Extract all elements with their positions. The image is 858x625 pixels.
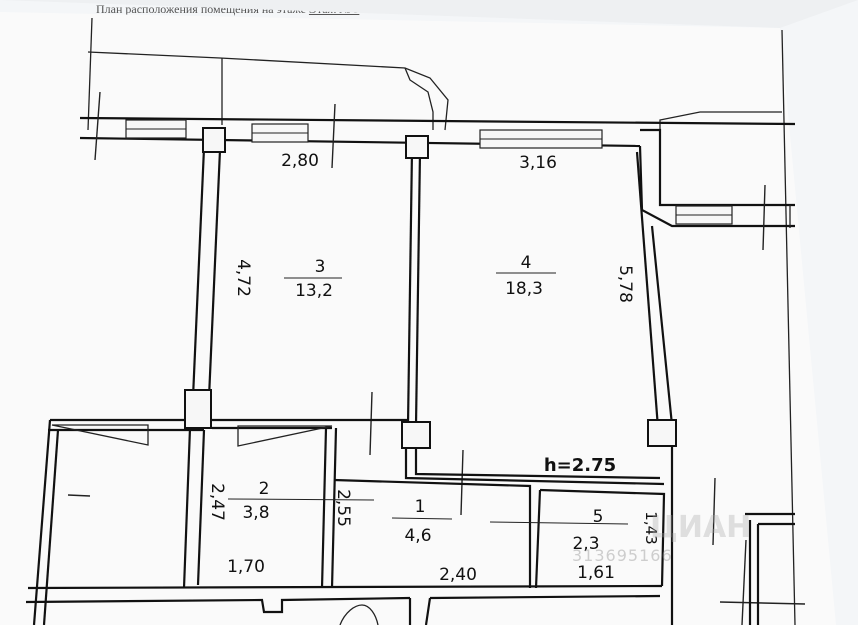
column bbox=[405, 135, 429, 159]
dim-room4-height: 5,78 bbox=[615, 265, 635, 303]
dim-room2-width: 1,70 bbox=[227, 557, 265, 577]
room-1-number: 1 bbox=[415, 497, 426, 517]
wall-room3-room4 bbox=[406, 149, 414, 426]
column bbox=[202, 127, 226, 153]
room-2-number: 2 bbox=[259, 479, 270, 499]
column bbox=[401, 421, 431, 449]
frame-left bbox=[87, 17, 93, 131]
wall-far-left bbox=[32, 419, 52, 625]
room-4-area: 18,3 bbox=[505, 279, 543, 299]
frame-right bbox=[781, 29, 796, 625]
room-5-number: 5 bbox=[593, 507, 604, 527]
ceiling-height: h=2.75 bbox=[544, 455, 616, 476]
wall-room2-right bbox=[320, 427, 328, 589]
balcony-outline bbox=[87, 51, 449, 131]
wall-room3-left bbox=[190, 147, 206, 421]
fixture-left bbox=[51, 424, 149, 446]
column bbox=[647, 419, 677, 447]
wall-room4-right bbox=[635, 151, 660, 429]
room-2-area: 3,8 bbox=[242, 503, 269, 523]
column bbox=[184, 389, 212, 429]
wall-bottom bbox=[27, 584, 663, 590]
room-5-area: 2,3 bbox=[572, 534, 599, 554]
dim-room4-width: 3,16 bbox=[519, 153, 557, 173]
wall-room1-room5 bbox=[333, 478, 532, 588]
room-3-number: 3 bbox=[315, 257, 326, 277]
dim-room3-width: 2,80 bbox=[281, 151, 319, 171]
watermark-brand: ЦИАН bbox=[650, 510, 752, 545]
dim-room5-width: 1,61 bbox=[577, 563, 615, 583]
dim-room3-height: 4,72 bbox=[233, 259, 253, 297]
room-4-number: 4 bbox=[521, 253, 532, 273]
outer-wall-top bbox=[79, 116, 796, 126]
room-1-area: 4,6 bbox=[404, 526, 431, 546]
dim-room1-width: 2,40 bbox=[439, 565, 477, 585]
dim-room1-height: 2,55 bbox=[333, 489, 353, 527]
wall-room5-right bbox=[539, 488, 666, 587]
watermark-id: 313695166 bbox=[572, 546, 673, 565]
fixture-right bbox=[237, 425, 333, 447]
wall-room2-left bbox=[182, 427, 192, 589]
room-3-area: 13,2 bbox=[295, 281, 333, 301]
door-arc bbox=[339, 604, 379, 625]
dim-room5-height: 1,43 bbox=[642, 511, 660, 544]
dim-room2-height: 2,47 bbox=[207, 483, 227, 521]
